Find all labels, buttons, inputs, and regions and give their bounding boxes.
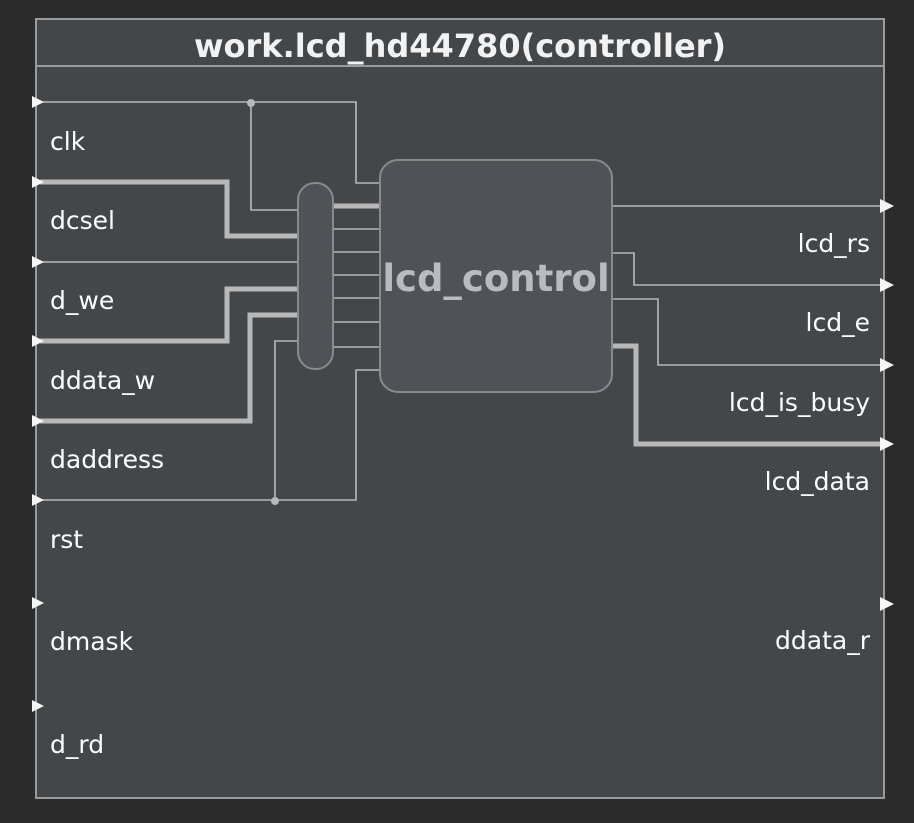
input-arrow-dmask: [32, 597, 44, 609]
wire-rst: [40, 369, 380, 501]
input-label-d-we: d_we: [50, 286, 114, 315]
wire-lcd-is-busy: [612, 298, 880, 366]
junction-clk: [247, 99, 255, 107]
wire-daddress: [40, 312, 298, 424]
input-label-dmask: dmask: [50, 627, 134, 656]
input-arrow-daddress: [32, 415, 44, 427]
output-label-lcd-rs: lcd_rs: [798, 229, 870, 258]
input-port-d-we[interactable]: d_we: [32, 256, 114, 315]
input-label-rst: rst: [50, 525, 83, 554]
output-port-lcd-rs[interactable]: lcd_rs: [798, 199, 894, 258]
output-port-lcd-is-busy[interactable]: lcd_is_busy: [729, 358, 894, 417]
wire-clk: [40, 101, 380, 184]
module-frame: [35, 18, 885, 799]
input-port-clk[interactable]: clk: [32, 96, 86, 156]
output-label-lcd-data: lcd_data: [765, 467, 870, 496]
input-arrow-d-we: [32, 256, 44, 268]
input-port-dcsel[interactable]: dcsel: [32, 176, 115, 235]
input-label-dcsel: dcsel: [50, 206, 115, 235]
input-label-d-rd: d_rd: [50, 730, 104, 759]
output-port-ddata-r[interactable]: ddata_r: [775, 597, 894, 655]
output-arrow-lcd-rs: [880, 199, 894, 213]
input-arrow-clk: [32, 96, 44, 108]
junction-rst: [271, 497, 279, 505]
output-label-lcd-is-busy: lcd_is_busy: [729, 388, 870, 417]
output-arrow-lcd-data: [880, 437, 894, 451]
module-title: work.lcd_hd44780(controller): [194, 27, 726, 65]
output-port-lcd-e[interactable]: lcd_e: [806, 278, 894, 337]
output-arrow-lcd-e: [880, 278, 894, 292]
instance-block[interactable]: [379, 159, 613, 393]
output-label-lcd-e: lcd_e: [806, 308, 870, 337]
wires: [40, 99, 880, 505]
wire-rst-branch: [274, 340, 298, 500]
wire-dcsel: [40, 179, 298, 239]
input-port-ddata-w[interactable]: ddata_w: [32, 335, 155, 395]
instance-label: lcd_control: [382, 257, 609, 300]
input-arrow-dcsel: [32, 176, 44, 188]
input-port-daddress[interactable]: daddress: [32, 415, 164, 474]
input-arrow-rst: [32, 494, 44, 506]
input-label-clk: clk: [50, 127, 86, 156]
input-arrow-ddata-w: [32, 335, 44, 347]
signal-bundle[interactable]: [297, 182, 334, 370]
input-label-daddress: daddress: [50, 445, 164, 474]
input-arrow-d-rd: [32, 700, 44, 712]
output-arrow-ddata-r: [880, 597, 894, 611]
output-label-ddata-r: ddata_r: [775, 626, 871, 655]
wire-lcd-e: [612, 252, 880, 286]
wire-lcd-data: [612, 343, 880, 447]
output-port-lcd-data[interactable]: lcd_data: [765, 437, 894, 496]
wire-clk-branch: [250, 102, 298, 211]
input-port-d-rd[interactable]: d_rd: [32, 700, 104, 759]
input-label-ddata-w: ddata_w: [50, 366, 155, 395]
output-ports: lcd_rs lcd_e lcd_is_busy lcd_data ddata_…: [729, 199, 894, 655]
input-port-rst[interactable]: rst: [32, 494, 83, 554]
wire-ddata-w: [40, 286, 298, 344]
input-port-dmask[interactable]: dmask: [32, 597, 134, 656]
input-ports: clk dcsel d_we ddata_w daddress rst dmas…: [32, 96, 164, 759]
output-arrow-lcd-is-busy: [880, 358, 894, 372]
